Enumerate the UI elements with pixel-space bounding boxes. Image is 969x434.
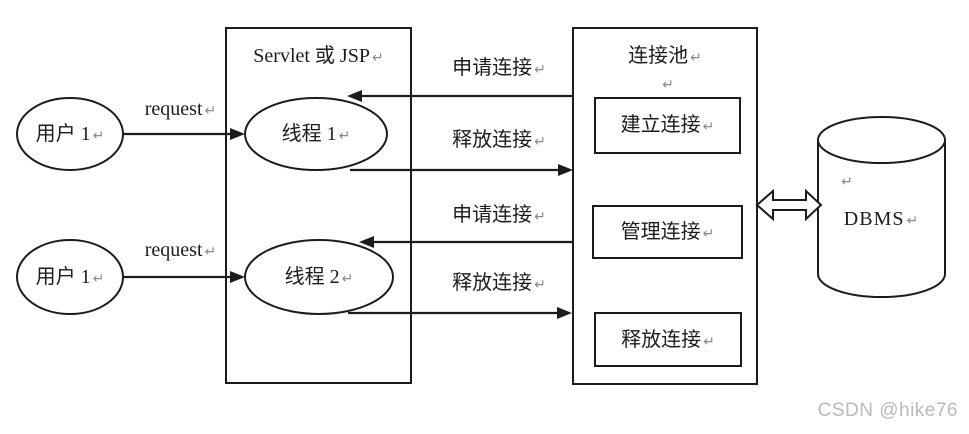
- return-mark: ↵: [702, 226, 715, 242]
- release-connection-label-2: 释放连接↵: [425, 271, 573, 297]
- establish-connection-label-text: 建立连接: [620, 114, 701, 136]
- return-mark: ↵: [534, 62, 546, 78]
- servlet-box: [225, 27, 412, 384]
- manage-connection-box: [592, 205, 743, 259]
- user1-label-text: 用户 1: [35, 123, 91, 145]
- csdn-watermark: CSDN @hike76: [817, 400, 958, 421]
- return-mark: ↵: [906, 213, 920, 229]
- thread2-label: 线程 2↵: [245, 265, 393, 291]
- return-mark: ↵: [204, 244, 217, 260]
- thread1-label-text: 线程 1: [281, 123, 337, 145]
- apply-connection-label-1-text: 申请连接: [452, 57, 533, 79]
- release-connection-pool-label-text: 释放连接: [621, 329, 702, 351]
- dbms-label: DBMS↵: [818, 207, 945, 233]
- return-mark: ↵: [92, 271, 105, 287]
- pool-title: 连接池↵: [573, 44, 757, 70]
- release-connection-label-2-text: 释放连接: [452, 272, 533, 294]
- release-arrowhead-2: [557, 307, 572, 319]
- manage-connection-label: 管理连接↵: [593, 220, 742, 246]
- return-mark: ↵: [702, 119, 715, 135]
- request-arrowhead-2: [230, 271, 245, 283]
- return-mark: ↵: [534, 277, 546, 293]
- pool-title-text: 连接池: [628, 45, 689, 67]
- return-mark: ↵: [534, 209, 546, 225]
- request-arrowhead-1: [230, 128, 245, 140]
- establish-connection-box: [594, 97, 741, 154]
- return-mark: ↵: [703, 334, 715, 350]
- return-mark: ↵: [204, 103, 217, 119]
- thread1-label: 线程 1↵: [245, 122, 387, 148]
- thread2-label-text: 线程 2: [284, 266, 340, 288]
- request-label-1-text: request: [144, 98, 203, 120]
- user1-label: 用户 1↵: [20, 122, 120, 148]
- return-mark-standalone-pool: ↵: [662, 77, 674, 93]
- dbms-cylinder-body: [817, 140, 946, 298]
- return-mark: ↵: [341, 271, 354, 287]
- dbms-cylinder-top: [817, 116, 946, 164]
- return-mark: ↵: [534, 134, 546, 150]
- user2-label-text: 用户 1: [35, 266, 91, 288]
- apply-connection-label-2: 申请连接↵: [425, 203, 573, 229]
- request-label-2: request↵: [118, 238, 243, 264]
- apply-arrowhead-2: [359, 236, 374, 248]
- apply-connection-label-2-text: 申请连接: [452, 204, 533, 226]
- double-arrow: [755, 188, 823, 222]
- release-connection-box: [594, 312, 742, 367]
- manage-connection-label-text: 管理连接: [620, 221, 701, 243]
- servlet-box-title: Servlet 或 JSP↵: [226, 44, 411, 70]
- return-mark: ↵: [690, 50, 702, 66]
- return-mark: ↵: [371, 50, 384, 66]
- servlet-box-title-text: Servlet 或 JSP: [253, 45, 370, 67]
- apply-connection-label-1: 申请连接↵: [425, 56, 573, 82]
- release-connection-label-1: 释放连接↵: [425, 128, 573, 154]
- return-mark: ↵: [338, 128, 351, 144]
- request-label-1: request↵: [118, 97, 243, 123]
- return-mark-standalone-dbms: ↵: [841, 174, 853, 190]
- release-arrowhead-1: [558, 164, 573, 176]
- user2-label: 用户 1↵: [20, 265, 120, 291]
- apply-arrowhead-1: [347, 90, 362, 102]
- establish-connection-label: 建立连接↵: [595, 113, 740, 139]
- release-connection-pool-label: 释放连接↵: [595, 328, 741, 354]
- dbms-label-text: DBMS: [843, 208, 905, 230]
- return-mark: ↵: [92, 128, 105, 144]
- request-label-2-text: request: [144, 239, 203, 261]
- release-connection-label-1-text: 释放连接: [452, 129, 533, 151]
